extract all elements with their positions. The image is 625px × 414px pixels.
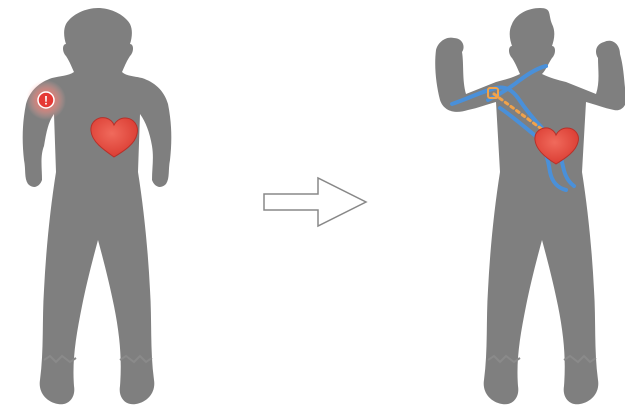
right-arrow-icon: [264, 178, 366, 226]
silhouette-after: [435, 8, 625, 404]
alert-icon-glyph: !: [44, 94, 48, 108]
figure-before: !: [23, 8, 172, 404]
figure-after: [435, 8, 625, 404]
silhouette-before: [23, 8, 172, 404]
